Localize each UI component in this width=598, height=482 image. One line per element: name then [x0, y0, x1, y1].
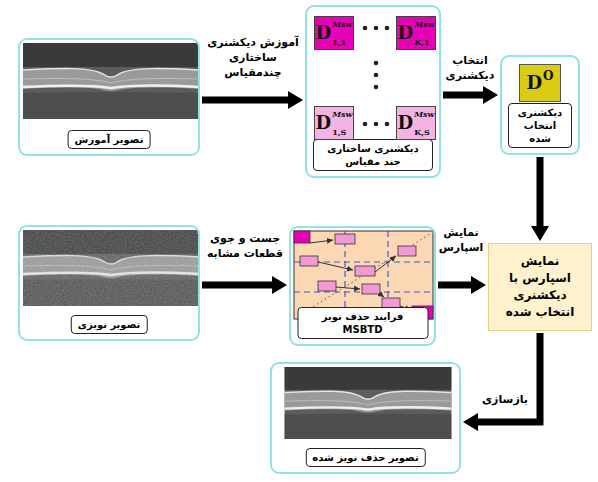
dictionary-symbol: D [526, 74, 542, 92]
image-panel: فرایند حذف نویز MSBTD [289, 226, 436, 346]
dictionary-symbol: D [398, 24, 414, 42]
script-column: Msw 1,S [332, 110, 352, 136]
panel-caption: فرایند حذف نویز MSBTD [297, 307, 428, 339]
dictionary-atom: DMswK,S [396, 106, 436, 140]
superscript: O [543, 70, 553, 82]
script-column: MswK,1 [414, 20, 434, 46]
subscript: K,S [414, 128, 434, 136]
noisy-oct-image [23, 230, 199, 306]
image-panel: تصویر حذف نویز شده [270, 362, 461, 474]
image-panel: تصویر نویزی [18, 225, 200, 341]
dictionary-dots [374, 61, 379, 66]
image-panel: دیکشنری انتخاب شدهDO [500, 55, 580, 155]
dictionary-dots [385, 26, 390, 31]
training-oct-image [23, 43, 199, 119]
subscript: 1,1 [332, 38, 352, 46]
msbtd-illustration [380, 294, 384, 297]
dictionary-atom: DMswK,1 [396, 16, 436, 50]
msbtd-illustration [294, 231, 433, 319]
flow-arrow [202, 282, 272, 289]
dictionary-dots [374, 73, 379, 78]
flow-arrow [478, 333, 540, 422]
edge-label: آموزش دیکشنری ساختاری چندمقیاس [205, 36, 301, 81]
msbtd-illustration [300, 256, 318, 266]
dictionary-dots [385, 122, 390, 127]
dictionary-symbol: D [316, 114, 332, 132]
image-panel: تصویر آموزش [18, 38, 200, 156]
noisy-oct-image [23, 230, 199, 306]
subscript: 1,S [332, 128, 352, 136]
superscript: Msw [414, 20, 434, 28]
flow-arrow [202, 97, 288, 104]
msbtd-illustration [375, 256, 396, 272]
msbtd-illustration [298, 234, 430, 316]
denoised-oct-image [285, 367, 452, 439]
flow-arrow [537, 157, 544, 226]
panel-caption: دیکشنری ساختاری جند مقیاس [313, 139, 433, 171]
script-column: O [543, 70, 553, 96]
subscript: K,1 [414, 38, 434, 46]
panel-caption: تصویر نویزی [71, 315, 148, 334]
process-text: نمایش اسپارس با دیکشنری انتخاب شده [495, 253, 585, 320]
msbtd-illustration [294, 231, 433, 319]
msbtd-illustration [294, 231, 310, 243]
edge-label: نمایش اسپارس [437, 226, 485, 256]
msbtd-illustration [318, 281, 336, 291]
training-oct-image [23, 43, 199, 119]
dictionary-dots [363, 26, 368, 31]
denoised-oct-image [285, 367, 452, 439]
msbtd-illustration [398, 246, 416, 256]
msbtd-illustration [362, 284, 380, 294]
superscript: Msw [332, 20, 352, 28]
edge-label: بازسازی [475, 393, 535, 408]
dictionary-dots [374, 26, 379, 31]
dictionary-dots [363, 26, 390, 127]
msbtd-illustration [310, 240, 333, 243]
dictionary-atom: DMsw 1,S [314, 106, 354, 140]
edge-label: انتخاب دیکشنری [442, 54, 498, 84]
dictionary-dots [374, 85, 379, 90]
dictionary-symbol: D [316, 24, 332, 42]
panel-caption: تصویر آموزش [68, 130, 151, 149]
image-panel: دیکشنری ساختاری جند مقیاسDMsw1,1DMswK,1D… [305, 5, 441, 178]
process-box: نمایش اسپارس با دیکشنری انتخاب شده [488, 243, 592, 331]
script-column: MswK,S [414, 110, 434, 136]
msbtd-illustration [318, 262, 353, 270]
panel-caption: دیکشنری انتخاب شده [508, 103, 572, 148]
selected-dictionary: DO [519, 64, 561, 102]
msbtd-illustration [355, 266, 375, 276]
msbtd-illustration [336, 287, 360, 289]
flow-arrow [438, 282, 471, 289]
noisy-oct-image [23, 230, 199, 306]
superscript: Msw [414, 110, 434, 118]
dictionary-symbol: D [398, 114, 414, 132]
script-column: Msw 1,1 [332, 20, 352, 46]
dictionary-atom: DMsw 1,1 [314, 16, 354, 50]
panel-caption: تصویر حذف نویز شده [305, 448, 425, 467]
msbtd-illustration [335, 234, 355, 244]
dictionary-dots [363, 122, 368, 127]
edge-label: جست و جوی قطعات مشابه [203, 232, 287, 262]
flow-arrow [443, 92, 483, 99]
dictionary-dots [374, 122, 379, 127]
superscript: Msw [332, 110, 352, 118]
